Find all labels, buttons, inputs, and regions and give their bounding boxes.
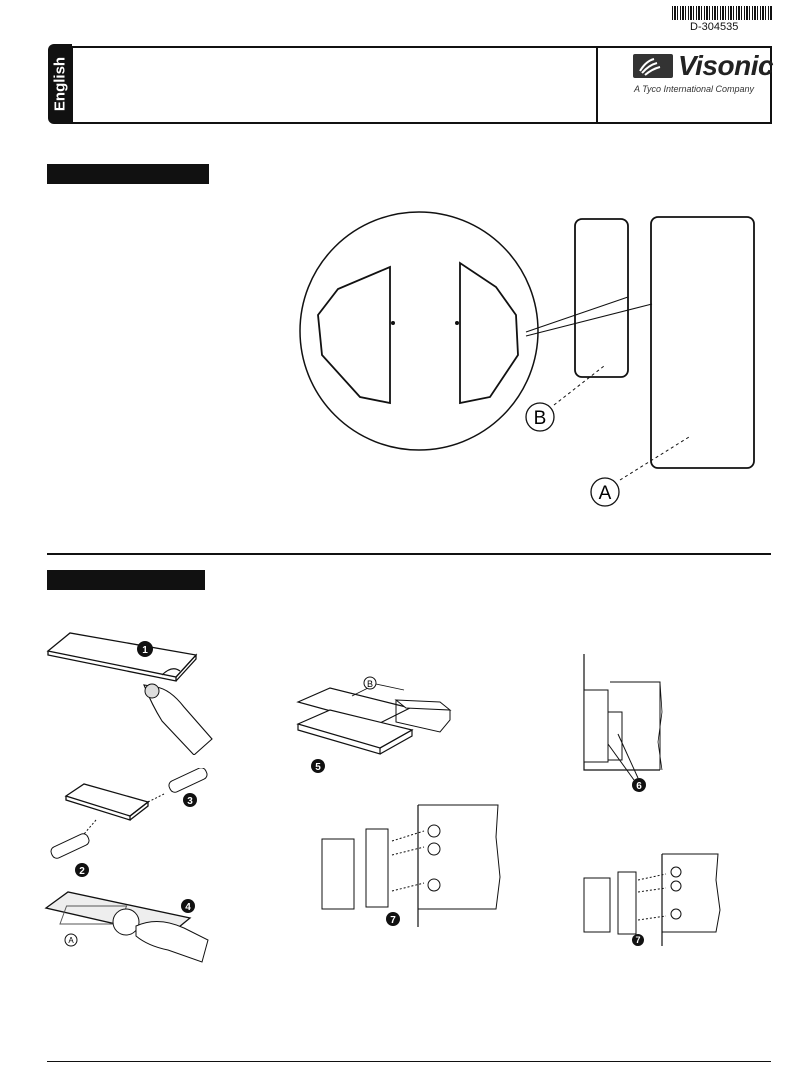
footer-divider xyxy=(47,1061,771,1062)
step-6-illustration: 6 xyxy=(583,654,663,792)
visonic-logo-icon xyxy=(633,54,673,78)
svg-text:5: 5 xyxy=(315,762,321,773)
header-box xyxy=(71,46,772,124)
brand-logo-text: Visonic xyxy=(678,50,774,81)
barcode xyxy=(672,6,772,20)
svg-text:3: 3 xyxy=(187,796,193,807)
svg-text:4: 4 xyxy=(185,902,191,913)
detail-magnifier-circle xyxy=(299,211,539,451)
svg-text:2: 2 xyxy=(79,866,85,877)
language-label: English xyxy=(51,56,69,112)
magnet-unit xyxy=(574,218,629,378)
section-heading-bar xyxy=(47,570,205,590)
step-2-3-illustration: 3 2 xyxy=(50,768,208,877)
svg-text:1: 1 xyxy=(142,645,148,656)
step-4-illustration: 4 A xyxy=(44,891,209,963)
transmitter-unit xyxy=(650,216,755,469)
step-1-illustration: 1 xyxy=(46,632,213,755)
step-7b-illustration: 7 xyxy=(583,853,721,946)
step-7-illustration: 7 xyxy=(321,804,501,927)
sensor-magnet-diagram: B A xyxy=(299,211,755,507)
section-heading-bar xyxy=(47,164,209,184)
svg-text:7: 7 xyxy=(390,915,396,926)
step-5-illustration: B 5 xyxy=(296,676,452,773)
magnet-detail-shape xyxy=(317,265,391,405)
brand-tagline: A Tyco International Company xyxy=(634,84,755,94)
svg-text:7: 7 xyxy=(635,935,640,945)
svg-text:B: B xyxy=(367,679,373,689)
label-b: B xyxy=(534,408,547,429)
label-a: A xyxy=(599,483,612,504)
document-number: D-304535 xyxy=(690,21,739,33)
header-divider xyxy=(596,46,598,124)
svg-text:6: 6 xyxy=(636,781,642,792)
section-divider xyxy=(47,553,771,555)
sensor-detail-shape xyxy=(459,261,519,405)
language-tab: English xyxy=(48,44,72,124)
svg-text:A: A xyxy=(68,936,74,945)
